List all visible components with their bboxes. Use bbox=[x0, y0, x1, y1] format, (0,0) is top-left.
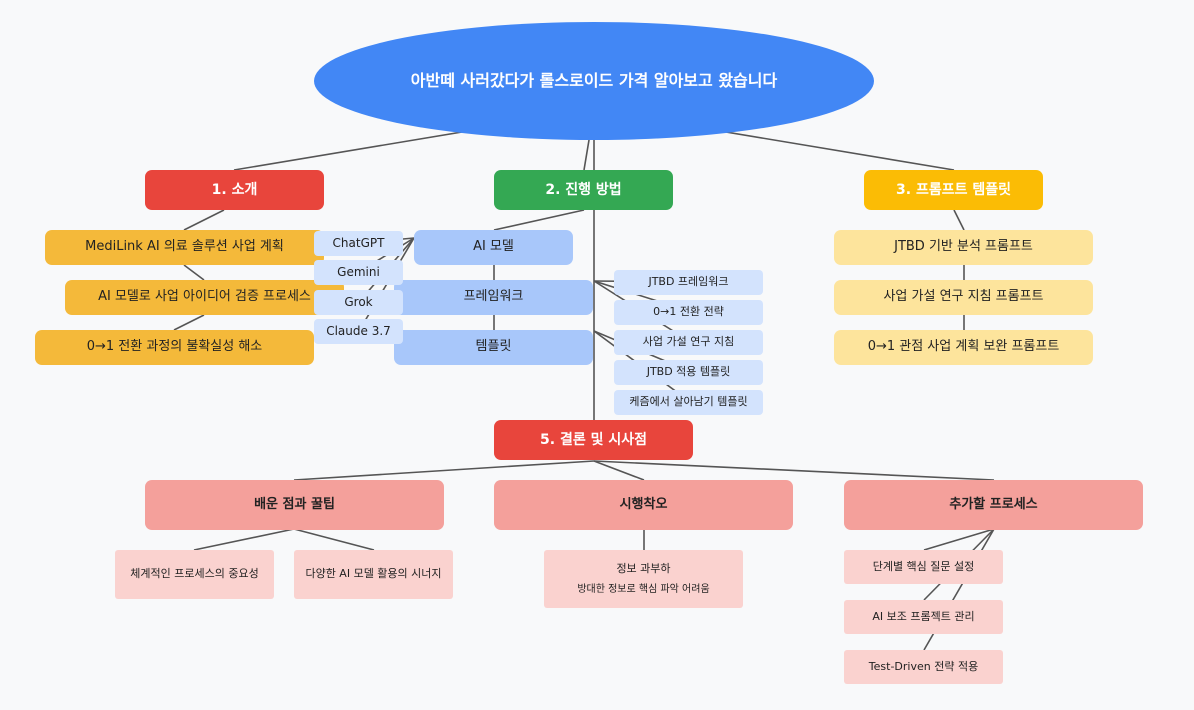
section-conclusion-header: 5. 결론 및 시사점 bbox=[494, 420, 693, 460]
intro-item: 0→1 전환 과정의 불확실성 해소 bbox=[35, 330, 314, 365]
section-method-header: 2. 진행 방법 bbox=[494, 170, 673, 210]
prompt-item-label: JTBD 기반 분석 프롬프트 bbox=[894, 239, 1033, 255]
lesson-item-label: 체계적인 프로세스의 중요성 bbox=[130, 567, 259, 581]
method-item-label: 템플릿 bbox=[475, 339, 512, 355]
additional-item: Test-Driven 전략 적용 bbox=[844, 650, 1003, 684]
section-conclusion-title: 5. 결론 및 시사점 bbox=[540, 431, 647, 448]
additional-item-label: AI 보조 프롬젝트 관리 bbox=[872, 609, 975, 623]
model-item: Gemini bbox=[314, 260, 403, 285]
framework-item: JTBD 프레임워크 bbox=[614, 270, 763, 295]
section-intro-header: 1. 소개 bbox=[145, 170, 324, 210]
section-prompts-title: 3. 프롬프트 템플릿 bbox=[896, 181, 1011, 198]
framework-item: 0→1 전환 전략 bbox=[614, 300, 763, 325]
model-item: Grok bbox=[314, 290, 403, 315]
framework-label: JTBD 프레임워크 bbox=[648, 275, 729, 289]
intro-item: MediLink AI 의료 솔루션 사업 계획 bbox=[45, 230, 324, 265]
additional-item-label: Test-Driven 전략 적용 bbox=[868, 659, 979, 673]
section-intro-title: 1. 소개 bbox=[211, 181, 258, 198]
prompt-item-label: 0→1 관점 사업 계획 보완 프롬프트 bbox=[867, 339, 1060, 355]
template-item: 케즘에서 살아남기 템플릿 bbox=[614, 390, 763, 415]
method-item-template: 템플릿 bbox=[394, 330, 593, 365]
template-item: JTBD 적용 템플릿 bbox=[614, 360, 763, 385]
model-label: Grok bbox=[344, 294, 373, 309]
conclusion-lessons-header: 배운 점과 꿀팁 bbox=[145, 480, 444, 530]
intro-item-label: 0→1 전환 과정의 불확실성 해소 bbox=[86, 339, 263, 355]
model-label: ChatGPT bbox=[332, 235, 385, 250]
additional-item-label: 단계별 핵심 질문 설정 bbox=[872, 559, 975, 573]
lesson-item-label: 다양한 AI 모델 활용의 시너지 bbox=[305, 567, 442, 581]
intro-item-label: MediLink AI 의료 솔루션 사업 계획 bbox=[85, 239, 284, 255]
section-method-title: 2. 진행 방법 bbox=[545, 181, 622, 198]
section-prompts-header: 3. 프롬프트 템플릿 bbox=[864, 170, 1043, 210]
conclusion-lessons-title: 배운 점과 꿀팁 bbox=[254, 496, 335, 512]
conclusion-additional-header: 추가할 프로세스 bbox=[844, 480, 1143, 530]
conclusion-additional-title: 추가할 프로세스 bbox=[949, 496, 1038, 512]
framework-item: 사업 가설 연구 지침 bbox=[614, 330, 763, 355]
framework-label: 0→1 전환 전략 bbox=[653, 305, 724, 319]
prompt-item-label: 사업 가설 연구 지침 프롬프트 bbox=[883, 289, 1044, 305]
model-label: Gemini bbox=[337, 264, 380, 279]
model-label: Claude 3.7 bbox=[326, 323, 391, 338]
root-title: 아반떼 사러갔다가 롤스로이드 가격 알아보고 왔습니다 bbox=[410, 70, 778, 90]
model-item: Claude 3.7 bbox=[314, 319, 403, 344]
intro-item: AI 모델로 사업 아이디어 검증 프로세스 bbox=[65, 280, 344, 315]
framework-label: 사업 가설 연구 지침 bbox=[642, 335, 735, 349]
lesson-item: 다양한 AI 모델 활용의 시너지 bbox=[294, 550, 453, 599]
prompt-item: 0→1 관점 사업 계획 보완 프롬프트 bbox=[834, 330, 1093, 365]
root-topic: 아반떼 사러갔다가 롤스로이드 가격 알아보고 왔습니다 bbox=[314, 22, 874, 140]
method-item-ai-model: AI 모델 bbox=[414, 230, 573, 265]
conclusion-trials-header: 시행착오 bbox=[494, 480, 793, 530]
lesson-item: 체계적인 프로세스의 중요성 bbox=[115, 550, 274, 599]
trial-item-detail: 방대한 정보로 핵심 파악 어려움 bbox=[577, 583, 710, 595]
method-item-label: AI 모델 bbox=[473, 239, 514, 255]
method-item-label: 프레임워크 bbox=[463, 289, 524, 305]
template-label: 케즘에서 살아남기 템플릿 bbox=[629, 395, 748, 409]
additional-item: 단계별 핵심 질문 설정 bbox=[844, 550, 1003, 584]
template-label: JTBD 적용 템플릿 bbox=[646, 365, 731, 379]
prompt-item: JTBD 기반 분석 프롬프트 bbox=[834, 230, 1093, 265]
intro-item-label: AI 모델로 사업 아이디어 검증 프로세스 bbox=[98, 289, 311, 305]
trial-item: 정보 과부하 방대한 정보로 핵심 파악 어려움 bbox=[544, 550, 743, 608]
trial-item-title: 정보 과부하 bbox=[616, 562, 671, 576]
additional-item: AI 보조 프롬젝트 관리 bbox=[844, 600, 1003, 634]
method-item-framework: 프레임워크 bbox=[394, 280, 593, 315]
model-item: ChatGPT bbox=[314, 231, 403, 256]
prompt-item: 사업 가설 연구 지침 프롬프트 bbox=[834, 280, 1093, 315]
conclusion-trials-title: 시행착오 bbox=[619, 496, 668, 512]
